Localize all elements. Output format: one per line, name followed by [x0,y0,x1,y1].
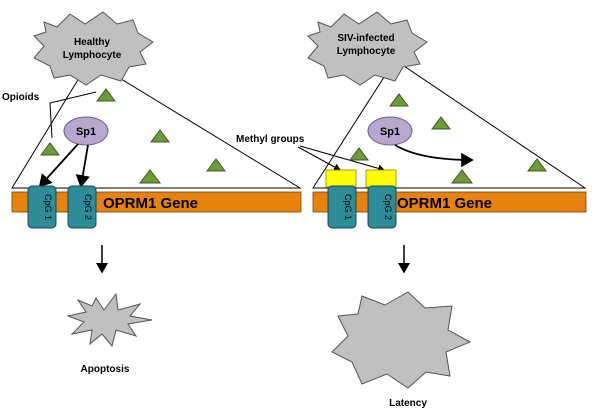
opioid-triangle [96,88,116,102]
methyl-pointer-1 [297,146,341,171]
cpg2-box [67,185,97,229]
cpg1-box [327,185,357,229]
cpg2-label: CpG 2 [383,194,393,220]
right-panel: SIV-infected Lymphocyte Methyl groups Sp… [236,11,587,409]
methyl-pointer-2 [299,145,385,173]
opioid-triangle [389,93,409,107]
sp1-to-cpg2-arrow [75,144,90,188]
cpg1-label: CpG 1 [343,194,353,220]
siv-lymphocyte-label-line2: Lymphocyte [337,46,396,57]
healthy-lymphocyte-label-line2: Lymphocyte [63,50,122,61]
left-panel: Healthy Lymphocyte Opioids Sp1 OPRM1 Gen… [2,11,302,375]
healthy-lymphocyte-label-line1: Healthy [74,37,111,48]
latency-shape [331,291,472,389]
sp1-label: Sp1 [380,126,400,138]
methyl-group-box [365,169,397,188]
sp1-label: Sp1 [76,126,96,138]
siv-lymphocyte-label-line1: SIV-infected [337,33,394,44]
opioid-triangle [450,169,474,184]
sp1-oval [367,116,413,146]
methyl-groups-label: Methyl groups [236,134,305,145]
opioid-triangle [40,142,60,156]
oprm1-gene-label: OPRM1 Gene [397,195,492,212]
cpg2-box [367,185,397,229]
sp1-deflected-arrow [394,144,474,168]
healthy-lymphocyte-shape [33,11,154,86]
opioid-triangle [431,116,451,130]
opioid-triangle [349,147,369,161]
cpg2-label: CpG 2 [83,194,93,220]
oprm1-gene-label: OPRM1 Gene [103,195,198,212]
methyl-group-box [325,169,357,188]
siv-lymphocyte-shape [307,11,428,86]
opioids-label: Opioids [2,92,40,103]
sp1-to-cpg1-arrow [38,143,79,188]
opioids-pointer [49,91,97,139]
cpg1-label: CpG 1 [43,194,53,220]
apoptosis-label: Apoptosis [81,364,130,375]
latency-label: Latency [389,398,427,409]
opioid-triangle [138,169,162,184]
opioid-triangle [150,129,170,143]
opioid-triangle [206,158,226,172]
apoptosis-shape [66,292,153,348]
opioid-triangle [527,158,547,172]
right-region-triangle [312,59,587,189]
cpg1-box [27,185,57,229]
sp1-oval [63,116,109,146]
